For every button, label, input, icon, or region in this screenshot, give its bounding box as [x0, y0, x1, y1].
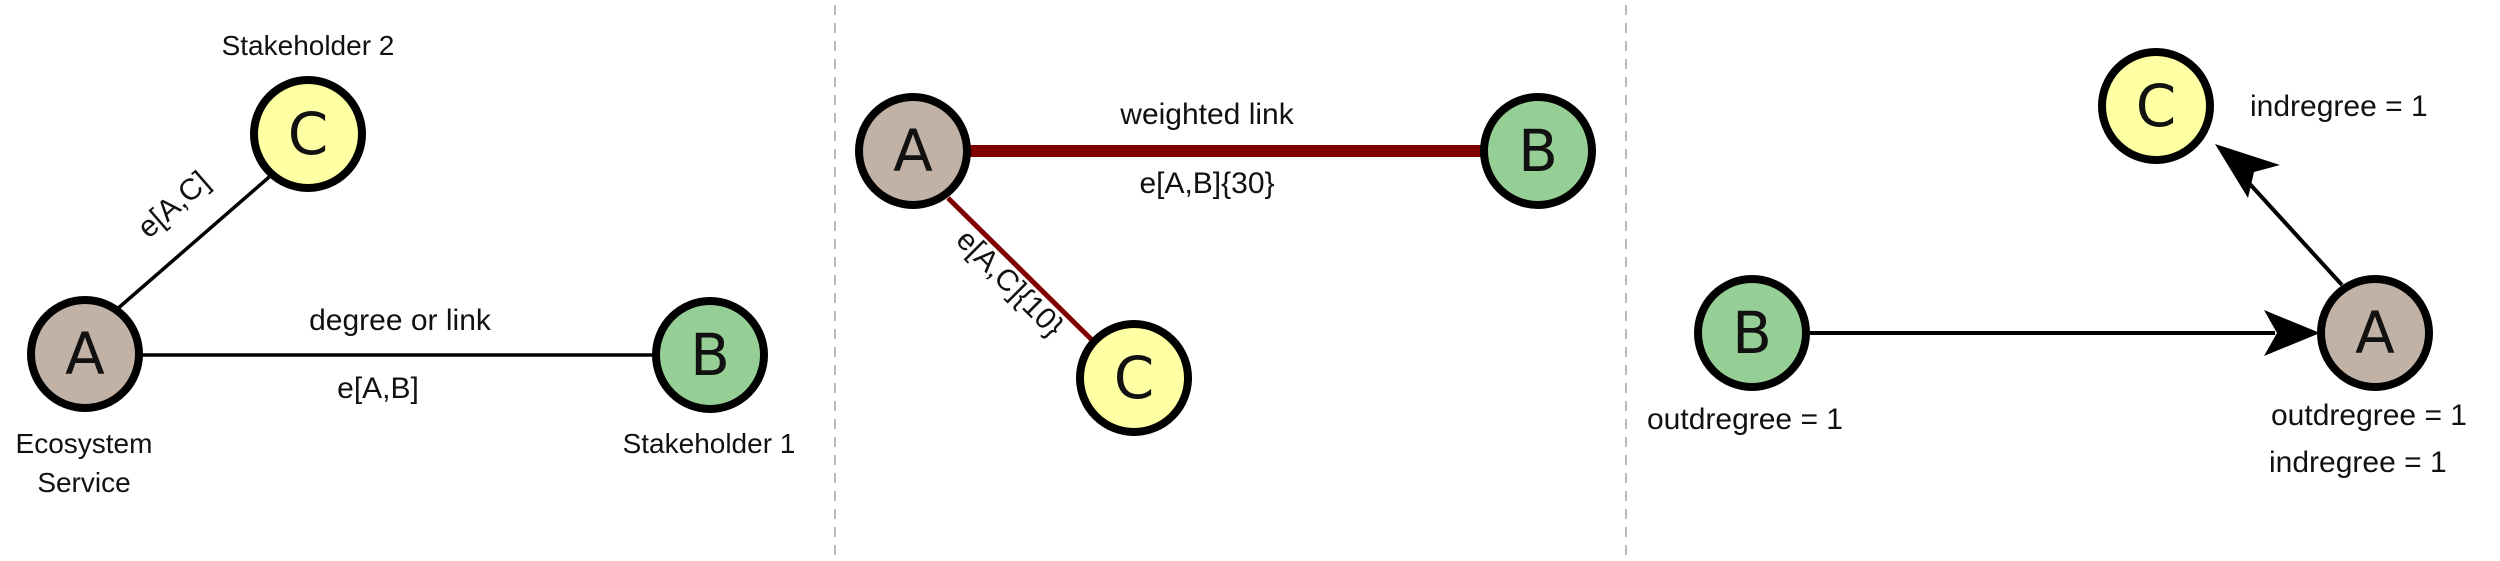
node-b-circle [652, 297, 768, 413]
c-indegree-label: indregree = 1 [2250, 90, 2428, 123]
node-a: A [855, 93, 971, 209]
edge-a-c [106, 163, 285, 319]
panel-undirected: e[A,C] degree or link e[A,B] A B C Stake… [16, 30, 796, 498]
node-a-letter: A [2355, 299, 2395, 367]
node-c: C [1076, 320, 1192, 436]
stakeholder-2-label: Stakeholder 2 [222, 30, 395, 61]
node-b-circle [1694, 275, 1810, 391]
edge-a-b-bottom-label: e[A,B] [337, 372, 419, 405]
node-a-circle [27, 296, 143, 412]
node-a: A [27, 296, 143, 412]
node-a-circle [2317, 275, 2433, 391]
node-c: C [2098, 48, 2214, 164]
node-c-letter: C [2136, 72, 2177, 140]
node-a-letter: A [893, 117, 933, 185]
panel-directed: A B C indregree = 1 outdregree = 1 outdr… [1647, 48, 2467, 479]
node-a: A [2317, 275, 2433, 391]
weighted-edge-a-b-bottom-label: e[A,B]{30} [1139, 167, 1274, 200]
weighted-edge-a-b-top-label: weighted link [1119, 98, 1294, 131]
ecosystem-label-line1: Ecosystem [16, 428, 153, 459]
node-b-circle [1480, 93, 1596, 209]
stakeholder-1-label: Stakeholder 1 [623, 428, 796, 459]
directed-edge-a-c [2246, 180, 2344, 287]
a-indegree-label: indregree = 1 [2269, 446, 2447, 479]
b-outdegree-label: outdregree = 1 [1647, 403, 1843, 436]
node-c: C [250, 76, 366, 192]
arrowhead-a-c [2215, 144, 2280, 198]
panel-weighted: weighted link e[A,B]{30} e[A,C]{10} A B … [855, 93, 1596, 436]
edge-a-b-top-label: degree or link [309, 304, 492, 337]
ecosystem-label-line2: Service [37, 467, 130, 498]
arrowhead-b-a [2264, 310, 2320, 356]
node-b: B [1480, 93, 1596, 209]
node-b-letter: B [1732, 299, 1772, 367]
node-c-circle [1076, 320, 1192, 436]
node-a-circle [855, 93, 971, 209]
node-b: B [652, 297, 768, 413]
node-c-circle [250, 76, 366, 192]
node-b: B [1694, 275, 1810, 391]
node-c-letter: C [1114, 344, 1155, 412]
weighted-edge-a-c-label: e[A,C]{10} [950, 223, 1070, 343]
node-c-letter: C [288, 100, 329, 168]
weighted-edge-a-c [946, 196, 1094, 342]
node-b-letter: B [1518, 117, 1558, 185]
node-a-letter: A [65, 320, 105, 388]
a-outdegree-label: outdregree = 1 [2271, 399, 2467, 432]
node-c-circle [2098, 48, 2214, 164]
node-b-letter: B [690, 321, 730, 389]
